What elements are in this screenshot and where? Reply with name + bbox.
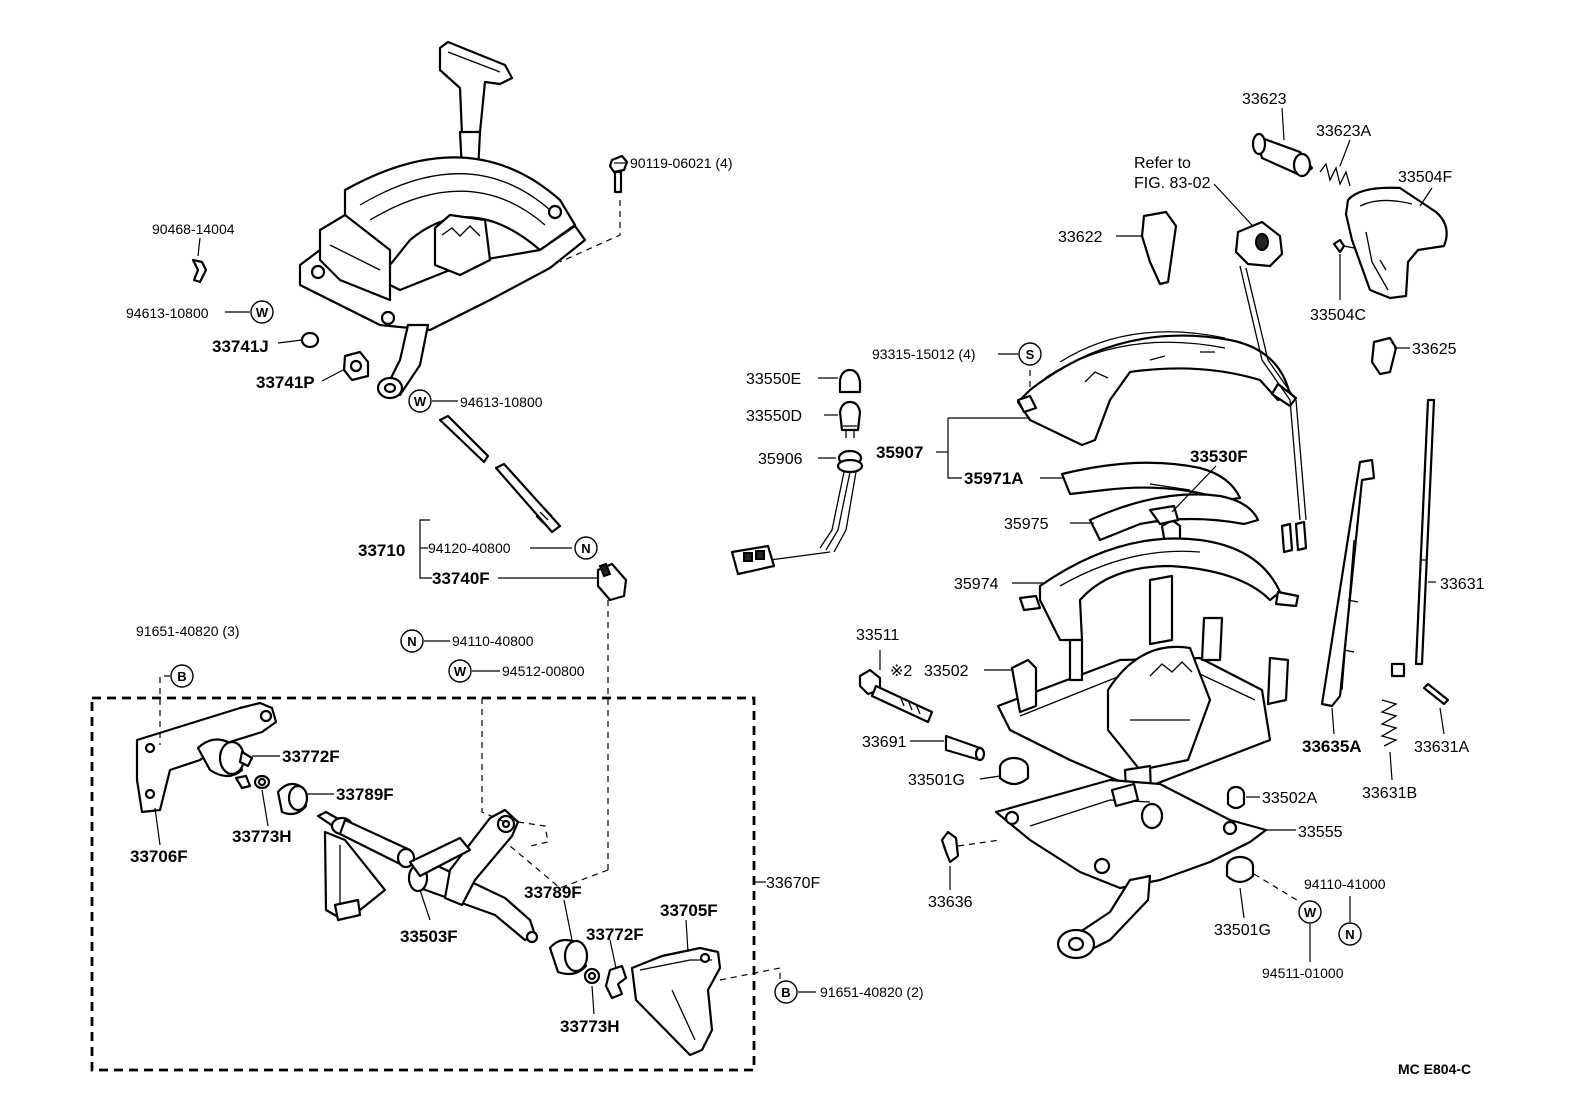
label-33772f-b: 33772F [586, 925, 644, 944]
bolt-symbol-1: B [177, 669, 186, 684]
label-33631b: 33631B [1362, 785, 1417, 802]
refer-line-2: FIG. 83-02 [1134, 175, 1211, 192]
label-33741p: 33741P [256, 373, 315, 392]
figure-code: MC E804-C [1398, 1061, 1471, 1077]
washer-symbol-3: W [454, 664, 467, 679]
label-33623a: 33623A [1316, 123, 1371, 140]
label-94110-41000: 94110-41000 [1304, 876, 1386, 892]
position-switch-harness [1213, 183, 1308, 554]
label-33625: 33625 [1412, 341, 1457, 358]
upper-left-leaders [197, 162, 627, 579]
label-33555: 33555 [1298, 824, 1343, 841]
part-labels: 90119-06021 (4) 90468-14004 94613-10800 … [126, 91, 1485, 1077]
screw-symbol: S [1026, 347, 1035, 362]
bolt-symbol-2: B [781, 985, 790, 1000]
indicator-bulb-assembly [730, 368, 864, 576]
label-33740f: 33740F [432, 569, 490, 588]
label-33501g-a: 33501G [908, 772, 965, 789]
label-94512-00800: 94512-00800 [502, 663, 585, 679]
label-94613-10800-b: 94613-10800 [460, 394, 543, 410]
label-94120-40800: 94120-40800 [428, 540, 511, 556]
washer-symbol-4: W [1304, 905, 1317, 920]
label-33789f-b: 33789F [524, 883, 582, 902]
rods-right [1320, 398, 1450, 781]
knob-parts [1116, 107, 1448, 376]
label-35906: 35906 [758, 451, 803, 468]
label-33636: 33636 [928, 894, 973, 911]
label-33789f-a: 33789F [336, 785, 394, 804]
linkage-assembly [90, 696, 781, 1072]
label-93315-15012: 93315-15012 (4) [872, 346, 976, 362]
label-33502-mark: ※2 [890, 663, 912, 680]
label-33503f: 33503F [400, 927, 458, 946]
label-33631: 33631 [1440, 576, 1485, 593]
label-33773h-a: 33773H [232, 827, 292, 846]
label-35974: 35974 [954, 576, 999, 593]
label-94613-10800-a: 94613-10800 [126, 305, 209, 321]
washer-symbol-2: W [414, 394, 427, 409]
label-33501g-b: 33501G [1214, 922, 1271, 939]
label-33504f: 33504F [1398, 169, 1452, 186]
label-33631a: 33631A [1414, 739, 1469, 756]
label-33550d: 33550D [746, 408, 802, 425]
fasteners-center [858, 650, 1362, 962]
label-90468-14004: 90468-14004 [152, 221, 235, 237]
label-33772f-a: 33772F [282, 747, 340, 766]
label-33504c: 33504C [1310, 307, 1366, 324]
label-33705f: 33705F [660, 901, 718, 920]
washer-symbol-1: W [256, 305, 269, 320]
label-33691: 33691 [862, 734, 907, 751]
label-35975: 35975 [1004, 516, 1049, 533]
symbol-letters: W W N B N W B S W N [177, 305, 1354, 1000]
label-33623: 33623 [1242, 91, 1287, 108]
label-33710: 33710 [358, 541, 405, 560]
shift-cover-assembly [936, 331, 1300, 960]
label-35971a: 35971A [964, 469, 1024, 488]
label-33502a: 33502A [1262, 790, 1317, 807]
nut-symbol-2: N [407, 634, 416, 649]
nut-symbol-1: N [581, 541, 590, 556]
label-91651-40820-3: 91651-40820 (3) [136, 623, 240, 639]
label-33706f: 33706F [130, 847, 188, 866]
label-33670f: 33670F [766, 875, 820, 892]
label-33530f: 33530F [1190, 447, 1248, 466]
label-94110-40800: 94110-40800 [452, 633, 534, 649]
refer-line-1: Refer to [1134, 155, 1191, 172]
label-33622: 33622 [1058, 229, 1103, 246]
nut-symbol-3: N [1345, 927, 1354, 942]
label-35907: 35907 [876, 443, 923, 462]
shift-lever-assembly [191, 40, 629, 870]
label-33635a: 33635A [1302, 737, 1362, 756]
label-33741j: 33741J [212, 337, 269, 356]
label-90119-06021: 90119-06021 (4) [630, 155, 732, 171]
label-33773h-b: 33773H [560, 1017, 620, 1036]
label-91651-40820-2: 91651-40820 (2) [820, 984, 924, 1000]
label-33502: 33502 [924, 663, 969, 680]
label-33550e: 33550E [746, 371, 801, 388]
lower-left-leaders [154, 629, 816, 1015]
label-33511: 33511 [856, 627, 899, 644]
label-94511-01000: 94511-01000 [1262, 965, 1344, 981]
